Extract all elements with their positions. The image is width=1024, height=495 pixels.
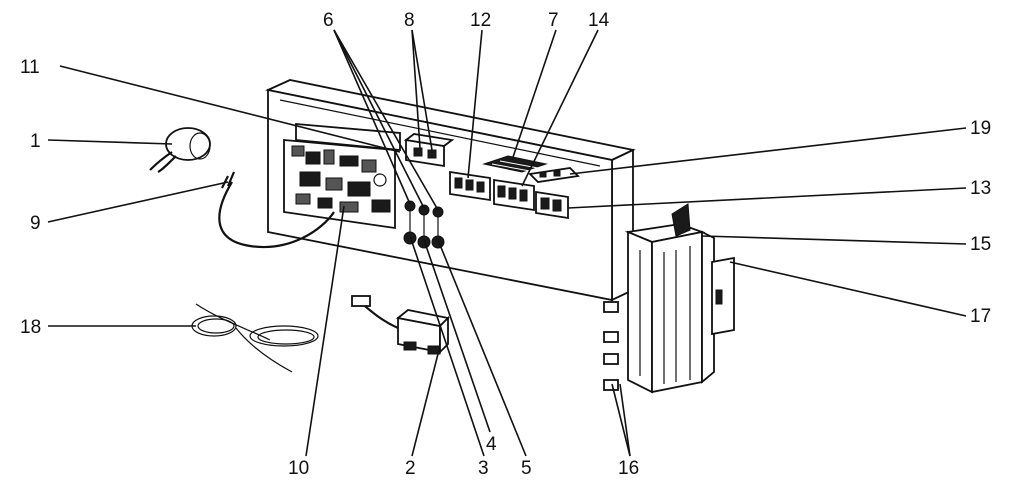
callout-13: 13	[970, 178, 991, 199]
callout-17: 17	[970, 306, 991, 327]
callout-5: 5	[521, 458, 532, 479]
callout-7: 7	[548, 10, 559, 31]
terminal-block-12	[449, 170, 491, 202]
small-bracket	[528, 167, 580, 183]
callout-4: 4	[486, 434, 497, 455]
terminal-block-14	[493, 178, 535, 212]
callout-11: 11	[20, 57, 40, 78]
callout-3: 3	[478, 458, 489, 479]
callout-18: 18	[20, 317, 41, 338]
callout-8: 8	[404, 10, 415, 31]
terminal-block-13	[535, 190, 569, 220]
callout-10: 10	[288, 458, 309, 479]
callout-14: 14	[588, 10, 610, 31]
motor	[149, 127, 211, 173]
callout-labels: 1 2 3 4 5 6 7 8 9 10 11 12 13 14 15 16 1…	[20, 10, 991, 479]
callout-15: 15	[970, 234, 991, 255]
callout-19: 19	[970, 118, 991, 139]
callout-16: 16	[618, 458, 639, 479]
transformer	[351, 295, 450, 355]
circuit-board	[283, 123, 401, 230]
callout-12: 12	[470, 10, 491, 31]
callout-9: 9	[30, 213, 41, 234]
coiled-wire	[191, 303, 319, 373]
leader-lines	[47, 29, 967, 457]
callout-1: 1	[30, 131, 41, 152]
callout-6: 6	[323, 10, 334, 31]
callout-2: 2	[405, 458, 416, 479]
